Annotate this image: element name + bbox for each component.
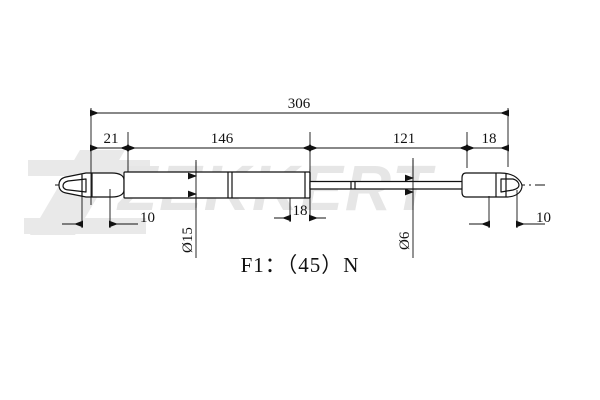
dimension-121-label: 121 bbox=[393, 131, 416, 147]
left-end-fitting bbox=[58, 172, 125, 198]
dimension-overall: 306 bbox=[90, 96, 509, 117]
force-label: F1：（45）N bbox=[241, 253, 360, 277]
dimension-cylinder-diameter: Ø15 bbox=[180, 162, 197, 253]
dimension-chain-labels: 21 146 121 18 bbox=[104, 131, 497, 147]
piston-rod bbox=[309, 180, 466, 190]
dimension-21-label: 21 bbox=[104, 131, 119, 147]
dimension-overall-label: 306 bbox=[288, 96, 311, 112]
dimension-right-10-label: 10 bbox=[536, 210, 551, 226]
dimension-146-label: 146 bbox=[211, 131, 234, 147]
gas-spring-body bbox=[58, 171, 523, 199]
dimension-rod-diameter: Ø6 bbox=[397, 160, 414, 250]
dimension-18-bottom-label: 18 bbox=[293, 203, 308, 219]
dimension-left-10-label: 10 bbox=[140, 210, 155, 226]
dimension-cylinder-band: 18 bbox=[274, 203, 326, 222]
right-end-fitting bbox=[461, 172, 523, 198]
dimension-left-eyelet: 10 bbox=[62, 210, 155, 228]
diameter-6-label: Ø6 bbox=[397, 231, 413, 250]
cylinder-tube bbox=[123, 171, 311, 199]
dimension-18-top-label: 18 bbox=[482, 131, 497, 147]
diameter-15-label: Ø15 bbox=[180, 227, 196, 253]
dimension-right-eyelet: 10 bbox=[469, 210, 551, 228]
